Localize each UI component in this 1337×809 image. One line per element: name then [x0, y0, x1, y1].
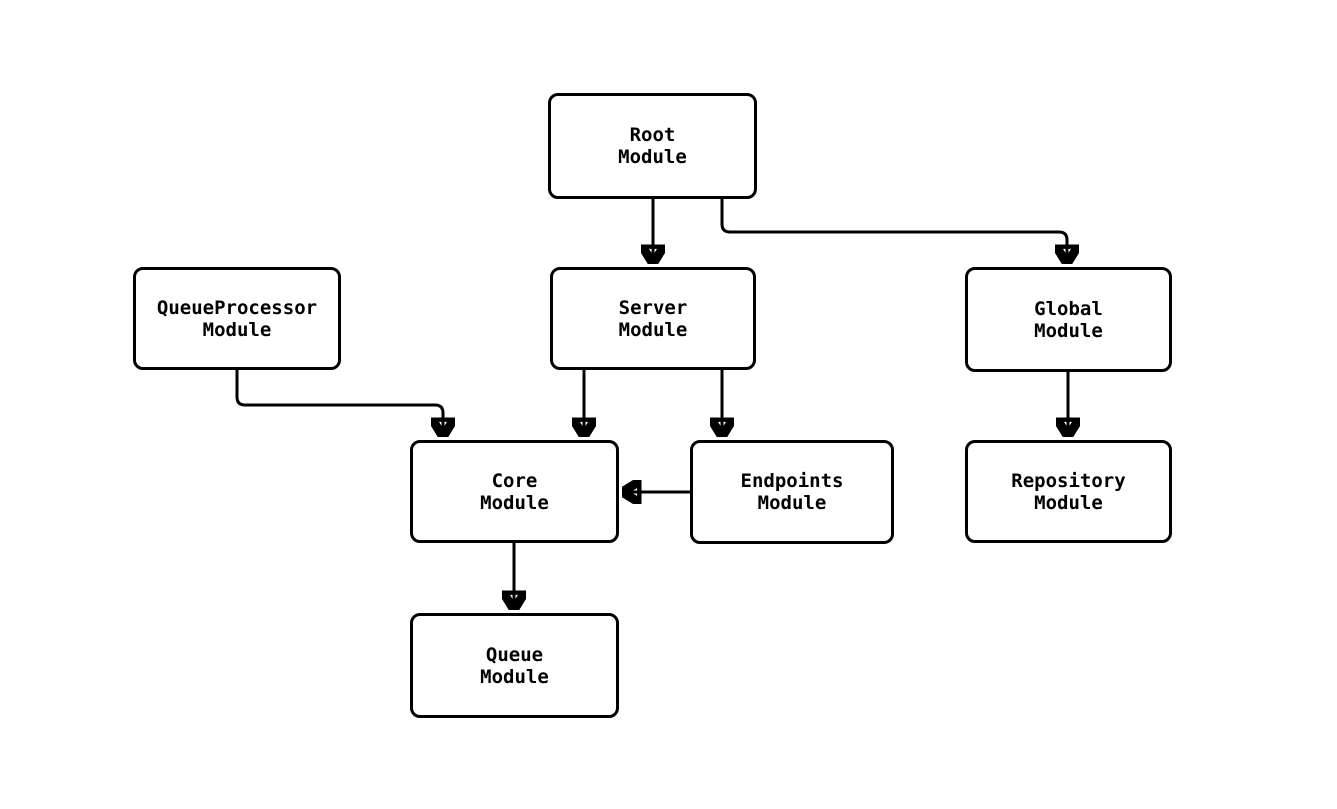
- node-label-line2: Module: [1034, 319, 1103, 342]
- edge-root-to-global: [720, 199, 1067, 263]
- node-global-module: Global Module: [965, 267, 1172, 372]
- node-server-module: Server Module: [550, 267, 756, 370]
- node-queue-module: Queue Module: [410, 613, 619, 718]
- node-root-module: Root Module: [548, 93, 757, 199]
- edge-queueprocessor-to-core: [235, 370, 443, 436]
- node-label-line2: Module: [618, 146, 687, 168]
- node-label-line1: Server: [618, 296, 688, 319]
- node-queueprocessor-module: QueueProcessor Module: [133, 267, 341, 370]
- node-label-line2: Module: [480, 665, 549, 688]
- node-core-module: Core Module: [410, 440, 619, 543]
- node-label-line1: QueueProcessor: [156, 296, 318, 319]
- node-label-line2: Module: [757, 492, 827, 514]
- node-label-line1: Endpoints: [740, 470, 844, 492]
- node-label-line1: Core: [491, 469, 538, 492]
- node-label-line2: Module: [1034, 491, 1103, 514]
- node-label-line1: Queue: [485, 643, 544, 666]
- node-label-line2: Module: [202, 318, 272, 341]
- node-label-line1: Root: [629, 124, 676, 146]
- node-repository-module: Repository Module: [965, 440, 1172, 543]
- node-label-line1: Repository: [1011, 469, 1126, 492]
- node-label-line2: Module: [618, 318, 688, 341]
- node-label-line1: Global: [1034, 297, 1103, 320]
- node-endpoints-module: Endpoints Module: [690, 440, 894, 544]
- node-label-line2: Module: [480, 491, 549, 514]
